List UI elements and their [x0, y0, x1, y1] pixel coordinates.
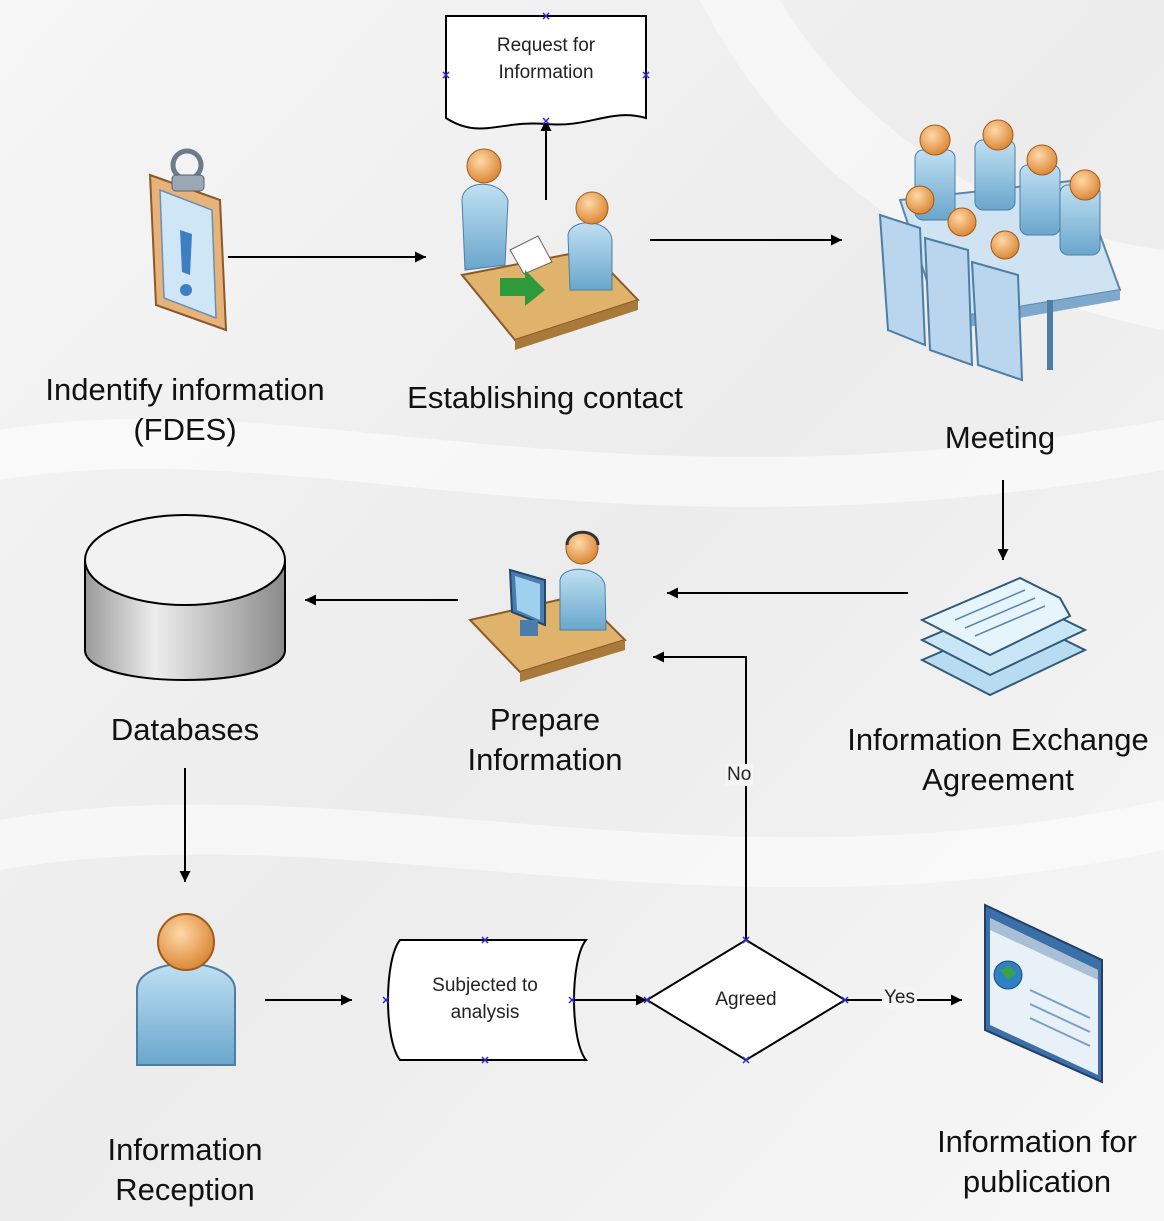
clipboard-alert-icon — [148, 148, 228, 332]
web-page-icon — [984, 903, 1103, 1084]
person-icon — [136, 913, 236, 1066]
request-document-shape — [445, 15, 647, 130]
database-cylinder-icon — [84, 514, 286, 681]
establishing-label: Establishing contact — [407, 380, 683, 415]
analysis-process-shape — [387, 939, 589, 1061]
document-stack-icon — [919, 576, 1088, 697]
operator-computer-icon — [468, 530, 627, 682]
meeting-table-icon — [878, 119, 1122, 382]
no-label: No — [725, 764, 754, 786]
meeting-label: Meeting — [944, 420, 1056, 455]
arrow-no-to-prepare — [653, 651, 747, 940]
two-people-desk-icon — [460, 148, 640, 350]
identify-label: Indentify information(FDES) — [45, 372, 325, 447]
databases-label: Databases — [110, 712, 260, 747]
yes-label: Yes — [882, 987, 917, 1009]
agreed-label: Agreed — [715, 989, 777, 1010]
